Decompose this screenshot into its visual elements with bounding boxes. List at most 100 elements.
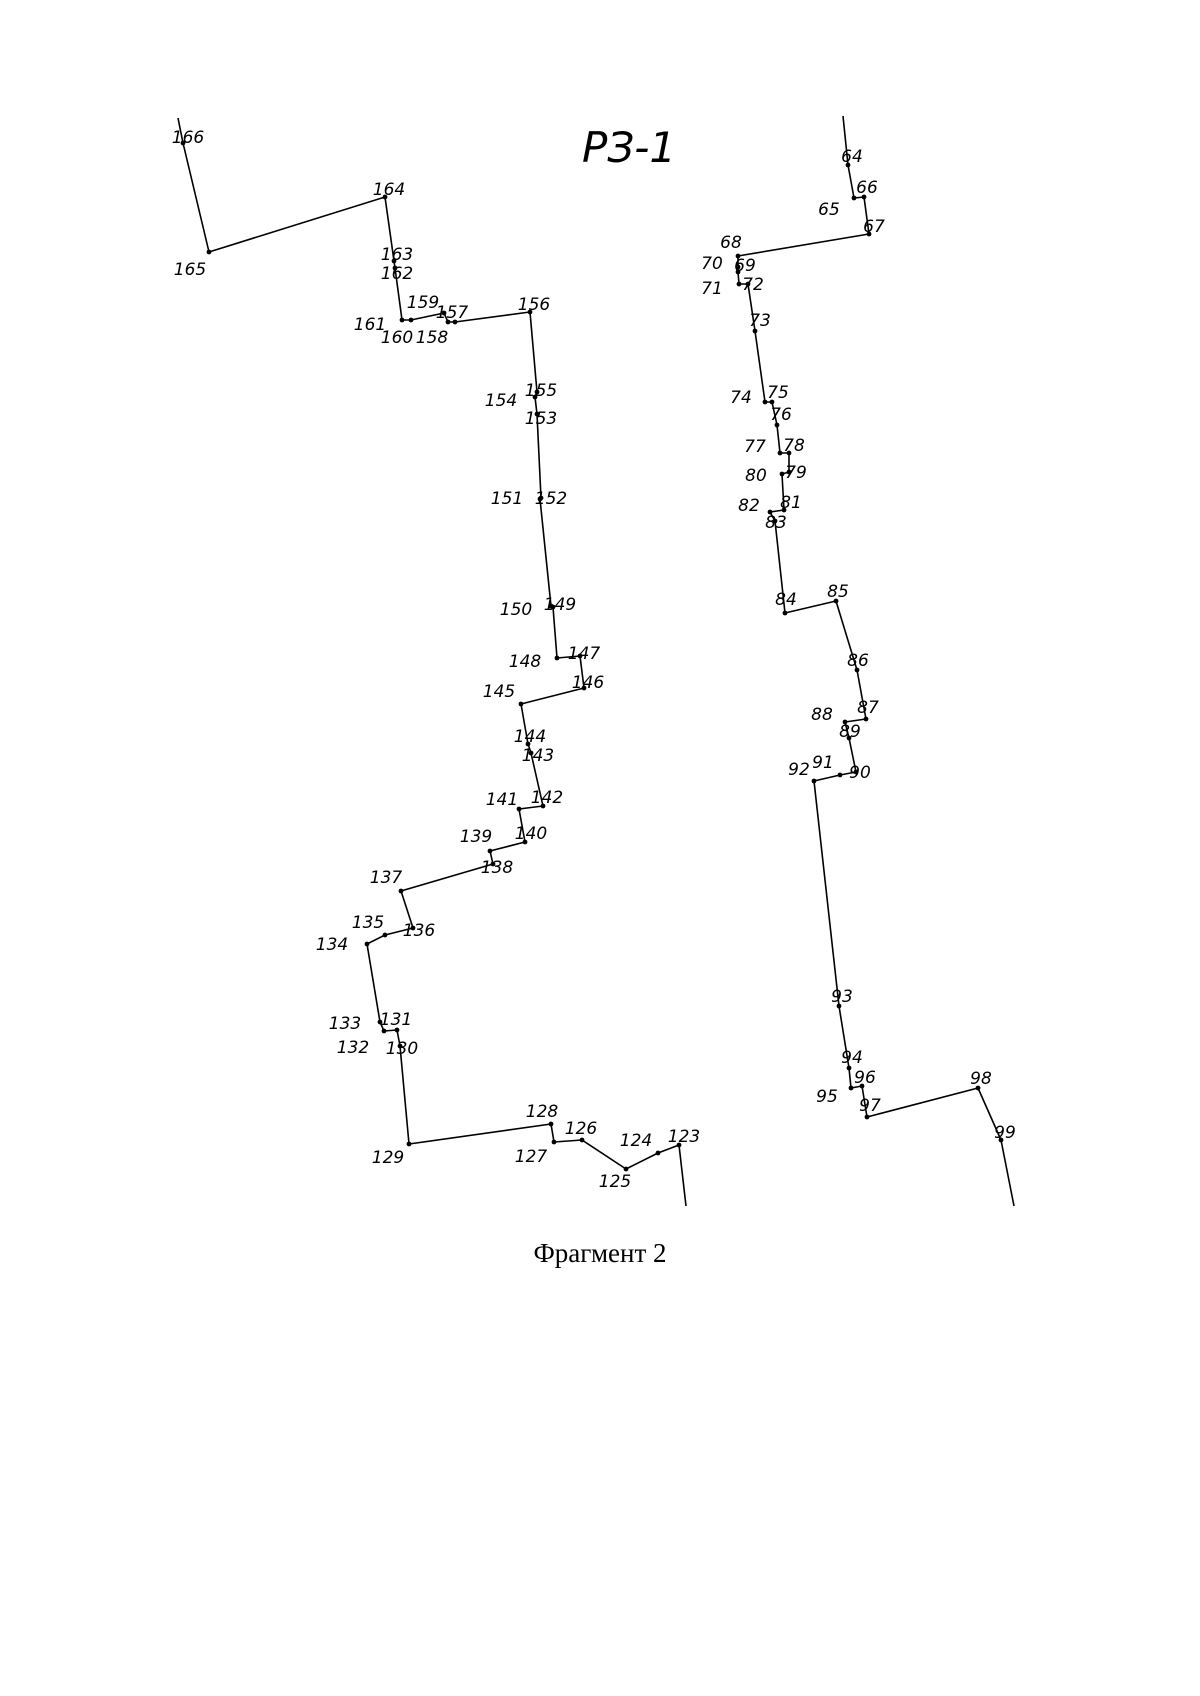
vertex-84	[782, 610, 788, 616]
vertex-label-136: 136	[403, 921, 436, 941]
vertex-label-74: 74	[730, 388, 752, 408]
vertex-130	[397, 1043, 403, 1049]
vertex-label-166: 166	[172, 128, 205, 148]
vertex-129	[406, 1141, 412, 1147]
vertex-label-76: 76	[770, 405, 792, 425]
vertex-label-97: 97	[859, 1096, 881, 1116]
vertex-label-94: 94	[841, 1048, 863, 1068]
vertex-label-91: 91	[812, 753, 834, 773]
vertex-label-126: 126	[565, 1119, 598, 1139]
vertex-133	[377, 1019, 383, 1025]
vertex-label-133: 133	[329, 1014, 361, 1034]
vertex-131	[394, 1027, 400, 1033]
vertex-label-88: 88	[811, 705, 833, 725]
vertex-label-82: 82	[738, 496, 760, 516]
vertex-label-146: 146	[572, 673, 605, 693]
vertex-label-148: 148	[509, 652, 542, 672]
vertex-146	[581, 685, 587, 691]
vertex-137	[398, 888, 404, 894]
vertex-label-66: 66	[856, 178, 878, 198]
vertex-166	[180, 140, 186, 146]
vertex-128	[548, 1121, 554, 1127]
vertex-label-131: 131	[380, 1010, 412, 1030]
vertex-85	[833, 598, 839, 604]
vertex-73	[752, 328, 758, 334]
vertex-label-70: 70	[701, 254, 723, 274]
vertex-157	[452, 319, 458, 325]
vertex-label-71: 71	[701, 279, 723, 299]
left-boundary-line	[177, 117, 687, 1207]
vertex-88	[842, 719, 848, 725]
zone-title: РЗ-1	[582, 123, 676, 172]
vertex-76	[774, 422, 780, 428]
vertex-label-87: 87	[857, 698, 879, 718]
vertex-123	[676, 1142, 682, 1148]
vertex-label-139: 139	[460, 827, 492, 847]
vertex-96	[859, 1083, 865, 1089]
vertex-136	[410, 925, 416, 931]
vertex-70	[735, 269, 741, 275]
vertex-66	[861, 194, 867, 200]
vertex-80	[779, 471, 785, 477]
vertex-label-80: 80	[745, 466, 767, 486]
vertex-label-138: 138	[481, 858, 514, 878]
vertex-label-154: 154	[485, 391, 517, 411]
vertex-label-153: 153	[525, 409, 557, 429]
vertex-label-98: 98	[970, 1069, 992, 1089]
vertex-label-64: 64	[841, 147, 863, 167]
vertex-72	[745, 281, 751, 287]
vertex-141	[516, 806, 522, 812]
vertex-label-152: 152	[535, 489, 567, 509]
vertex-68	[735, 253, 741, 259]
vertex-134	[364, 941, 370, 947]
vertex-142	[540, 803, 546, 809]
vertex-label-123: 123	[668, 1127, 700, 1147]
vertex-label-144: 144	[514, 727, 546, 747]
vertex-75	[769, 399, 775, 405]
vertex-151	[537, 496, 543, 502]
vertex-label-65: 65	[818, 200, 840, 220]
vertex-label-93: 93	[831, 987, 853, 1007]
vertex-label-161: 161	[354, 315, 386, 335]
vertex-label-125: 125	[599, 1172, 631, 1192]
vertex-label-72: 72	[742, 275, 764, 295]
vertex-126	[579, 1137, 585, 1143]
vertex-149	[550, 604, 556, 610]
vertex-98	[975, 1085, 981, 1091]
vertex-159	[441, 310, 447, 316]
vertex-label-95: 95	[816, 1087, 838, 1107]
vertex-154	[532, 394, 538, 400]
vertex-138	[490, 861, 496, 867]
vertex-label-69: 69	[734, 256, 756, 276]
vertex-163	[391, 258, 397, 264]
vertex-label-143: 143	[522, 746, 554, 766]
vertex-135	[382, 932, 388, 938]
vertex-156	[527, 309, 533, 315]
vertex-label-159: 159	[407, 293, 439, 313]
vertex-153	[534, 411, 540, 417]
vertex-164	[382, 194, 388, 200]
fragment-caption: Фрагмент 2	[533, 1238, 667, 1268]
vertex-165	[206, 249, 212, 255]
vertex-label-89: 89	[839, 722, 861, 742]
vertex-64	[845, 162, 851, 168]
vertex-label-129: 129	[372, 1148, 404, 1168]
vertex-97	[864, 1114, 870, 1120]
vertex-label-73: 73	[749, 311, 771, 331]
vertex-label-68: 68	[720, 233, 742, 253]
vertex-label-140: 140	[515, 824, 547, 844]
vertex-81	[781, 507, 787, 513]
vertex-71	[736, 281, 742, 287]
vertex-label-158: 158	[416, 328, 449, 348]
vertex-143	[528, 750, 534, 756]
vertex-67	[866, 231, 872, 237]
vertex-89	[846, 735, 852, 741]
vertex-label-160: 160	[381, 328, 413, 348]
vertex-label-96: 96	[854, 1068, 876, 1088]
vertex-label-157: 157	[436, 303, 469, 323]
vertex-label-141: 141	[486, 790, 518, 810]
vertex-82	[767, 509, 773, 515]
vertex-label-128: 128	[526, 1102, 559, 1122]
vertex-label-81: 81	[780, 493, 802, 513]
